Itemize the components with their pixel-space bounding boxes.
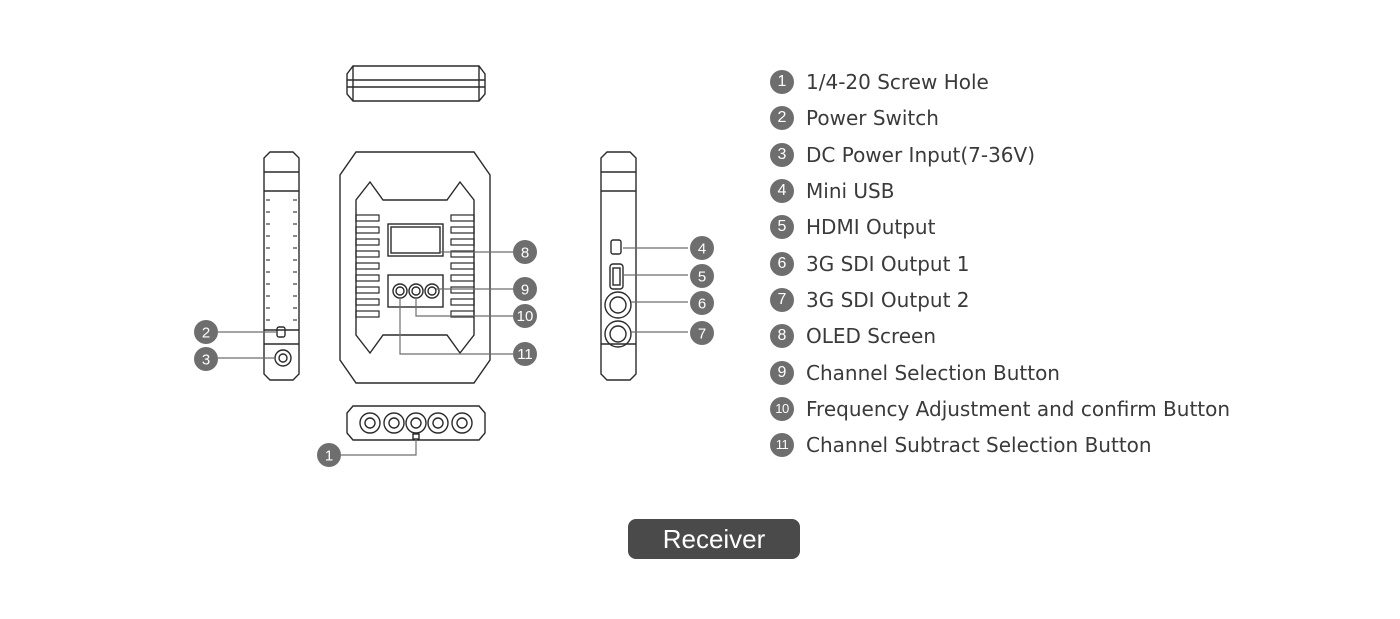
svg-text:5: 5 — [698, 269, 706, 286]
svg-text:11: 11 — [517, 346, 533, 363]
legend-item-channel-selection-button: 9 Channel Selection Button — [770, 354, 1230, 390]
legend-item-mini-usb: 4 Mini USB — [770, 173, 1230, 209]
legend-number: 2 — [770, 106, 794, 131]
callout-1: 1 — [317, 443, 341, 467]
legend-number: 11 — [770, 433, 794, 458]
device-bottom-view — [346, 405, 486, 441]
svg-text:2: 2 — [202, 325, 210, 342]
legend-label: Frequency Adjustment and confirm Button — [806, 396, 1231, 421]
svg-text:10: 10 — [517, 308, 534, 325]
legend-item-hdmi-output: 5 HDMI Output — [770, 209, 1230, 245]
legend-item-sdi-output-1: 6 3G SDI Output 1 — [770, 245, 1230, 281]
callout-3: 3 — [194, 347, 218, 371]
callout-11: 11 — [513, 342, 537, 366]
legend-label: Power Switch — [806, 106, 939, 131]
legend: 1 1/4-20 Screw Hole 2 Power Switch 3 DC … — [770, 64, 1230, 463]
receiver-badge: Receiver — [628, 519, 800, 559]
legend-item-power-switch: 2 Power Switch — [770, 100, 1230, 136]
legend-label: Channel Subtract Selection Button — [806, 433, 1152, 458]
legend-label: Channel Selection Button — [806, 360, 1060, 385]
legend-number: 10 — [770, 396, 794, 421]
device-top-view — [346, 65, 486, 102]
legend-item-channel-subtract-button: 11 Channel Subtract Selection Button — [770, 427, 1230, 463]
legend-number: 8 — [770, 324, 794, 349]
legend-label: Mini USB — [806, 179, 895, 204]
legend-item-oled-screen: 8 OLED Screen — [770, 318, 1230, 354]
svg-text:9: 9 — [521, 282, 529, 299]
callout-9: 9 — [513, 277, 537, 301]
legend-label: 1/4-20 Screw Hole — [806, 70, 989, 95]
callout-10: 10 — [513, 304, 537, 328]
device-left-view — [263, 151, 300, 381]
legend-number: 6 — [770, 251, 794, 276]
legend-number: 4 — [770, 179, 794, 204]
legend-item-dc-power-input: 3 DC Power Input(7-36V) — [770, 137, 1230, 173]
svg-text:8: 8 — [521, 245, 529, 262]
svg-text:6: 6 — [698, 296, 706, 313]
svg-text:3: 3 — [202, 352, 210, 369]
device-right-view — [600, 151, 637, 381]
callout-6: 6 — [690, 291, 714, 315]
legend-label: OLED Screen — [806, 324, 937, 349]
legend-label: 3G SDI Output 1 — [806, 251, 970, 276]
legend-item-frequency-adjustment-button: 10 Frequency Adjustment and confirm Butt… — [770, 391, 1230, 427]
svg-text:1: 1 — [325, 448, 333, 465]
legend-item-sdi-output-2: 7 3G SDI Output 2 — [770, 282, 1230, 318]
device-front-view — [339, 151, 491, 384]
callout-2: 2 — [194, 320, 218, 344]
callout-8: 8 — [513, 240, 537, 264]
callout-4: 4 — [690, 236, 714, 260]
callout-5: 5 — [690, 264, 714, 288]
legend-label: 3G SDI Output 2 — [806, 287, 970, 312]
legend-label: HDMI Output — [806, 215, 936, 240]
svg-text:7: 7 — [698, 326, 706, 343]
callout-7: 7 — [690, 321, 714, 345]
legend-number: 5 — [770, 215, 794, 240]
legend-number: 1 — [770, 70, 794, 95]
legend-label: DC Power Input(7-36V) — [806, 142, 1036, 167]
legend-number: 3 — [770, 142, 794, 167]
leader-lines — [218, 247, 688, 456]
legend-item-screw-hole: 1 1/4-20 Screw Hole — [770, 64, 1230, 100]
legend-number: 7 — [770, 287, 794, 312]
svg-text:4: 4 — [698, 241, 706, 258]
legend-number: 9 — [770, 360, 794, 385]
